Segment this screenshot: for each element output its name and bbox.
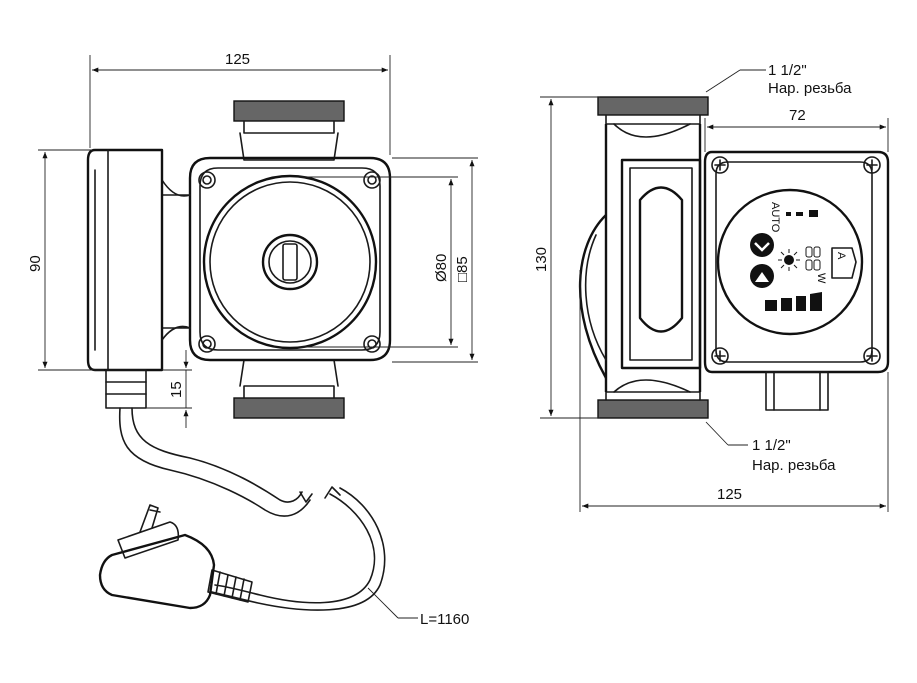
right-bottom-thread	[597, 399, 709, 419]
panel-auto-label: AUTO	[769, 202, 781, 233]
dim-width-left: 125	[225, 51, 250, 68]
terminal-box	[86, 148, 164, 372]
screw-icon	[711, 156, 881, 365]
panel-mode-label: A	[835, 252, 847, 260]
top-thread	[233, 100, 345, 122]
side-window	[638, 186, 684, 333]
dim-cable-offset: 15	[168, 381, 185, 398]
thread-bottom-size: 1 1/2"	[752, 437, 791, 454]
center-cap	[261, 233, 319, 291]
dim-width-right: 125	[717, 486, 742, 503]
cable-length: L=1160	[420, 611, 469, 628]
heat-icon	[784, 255, 794, 265]
cable-gland	[105, 369, 147, 409]
dim-height-right: 130	[533, 247, 550, 272]
right-view: AUTO W A 130	[533, 62, 890, 512]
dim-square: □85	[454, 256, 471, 282]
front-cover	[202, 174, 378, 350]
control-panel	[716, 188, 864, 336]
thread-top-type: Нар. резьба	[768, 80, 852, 97]
panel-w-label: W	[815, 273, 827, 284]
dim-height-left: 90	[27, 255, 44, 272]
dim-diameter: Ø80	[433, 254, 450, 282]
bottom-thread	[233, 397, 345, 419]
right-top-thread	[597, 96, 709, 116]
thread-bottom-type: Нар. резьба	[752, 457, 836, 474]
mode-button-icon	[750, 233, 774, 257]
mode-badge	[831, 247, 857, 279]
left-view: 125 90 Ø80 □85 15 L=1160	[27, 51, 478, 628]
motor-side	[620, 158, 702, 370]
control-box	[703, 150, 890, 374]
power-plug	[98, 533, 216, 610]
thread-top-size: 1 1/2"	[768, 62, 807, 79]
dim-depth: 72	[789, 107, 806, 124]
right-cable-gland	[765, 371, 829, 411]
motor-housing	[188, 156, 392, 362]
